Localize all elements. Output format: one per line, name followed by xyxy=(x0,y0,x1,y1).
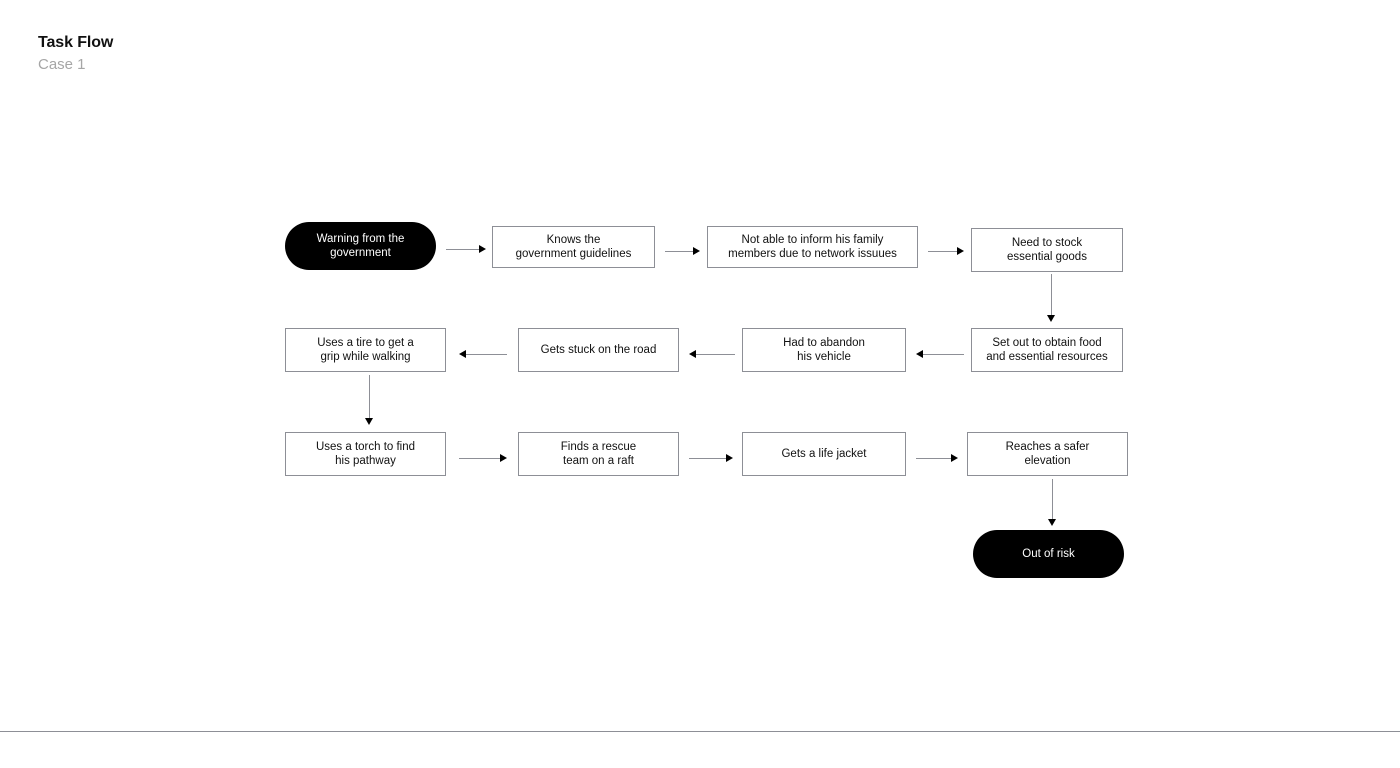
page-subtitle: Case 1 xyxy=(38,56,86,73)
flow-connector-n10-to-n11 xyxy=(689,454,733,463)
arrow-head-right-icon xyxy=(957,247,964,255)
connector-line xyxy=(1052,479,1053,519)
flow-node-label: Set out to obtain food and essential res… xyxy=(986,337,1108,363)
flow-node-label: Out of risk xyxy=(1022,548,1075,560)
connector-line xyxy=(696,354,735,355)
flow-node-label: Gets stuck on the road xyxy=(540,344,657,356)
flow-node-label: Not able to inform his family members du… xyxy=(728,234,897,260)
flow-node-n9[interactable]: Uses a torch to find his pathway xyxy=(285,432,446,476)
flow-node-n6[interactable]: Had to abandon his vehicle xyxy=(742,328,906,372)
flow-node-n12[interactable]: Reaches a safer elevation xyxy=(967,432,1128,476)
flow-connector-n6-to-n7 xyxy=(689,350,735,359)
flow-node-n2[interactable]: Knows the government guidelines xyxy=(492,226,655,268)
arrow-head-left-icon xyxy=(689,350,696,358)
connector-line xyxy=(923,354,964,355)
arrow-head-down-icon xyxy=(365,418,373,425)
page-title: Task Flow xyxy=(38,34,114,51)
arrow-head-down-icon xyxy=(1047,315,1055,322)
flow-node-label: Warning from the government xyxy=(316,233,405,259)
flow-node-n7[interactable]: Gets stuck on the road xyxy=(518,328,679,372)
arrow-head-right-icon xyxy=(726,454,733,462)
connector-line xyxy=(689,458,726,459)
flow-connector-n7-to-n8 xyxy=(459,350,507,359)
connector-line xyxy=(369,375,370,418)
connector-line xyxy=(446,249,479,250)
flow-connector-n12-to-n13 xyxy=(1048,479,1057,526)
flow-connector-n5-to-n6 xyxy=(916,350,964,359)
flow-connector-n2-to-n3 xyxy=(665,247,700,256)
flow-connector-n9-to-n10 xyxy=(459,454,507,463)
flow-node-label: Uses a tire to get a grip while walking xyxy=(317,337,414,363)
connector-line xyxy=(1051,274,1052,315)
flow-node-label: Reaches a safer elevation xyxy=(1005,441,1090,467)
flow-connector-n4-to-n5 xyxy=(1047,274,1056,322)
flow-node-n4[interactable]: Need to stock essential goods xyxy=(971,228,1123,272)
arrow-head-right-icon xyxy=(951,454,958,462)
flow-node-n13[interactable]: Out of risk xyxy=(973,530,1124,578)
flow-node-n10[interactable]: Finds a rescue team on a raft xyxy=(518,432,679,476)
arrow-head-right-icon xyxy=(693,247,700,255)
flow-node-n1[interactable]: Warning from the government xyxy=(285,222,436,270)
arrow-head-down-icon xyxy=(1048,519,1056,526)
flow-node-n3[interactable]: Not able to inform his family members du… xyxy=(707,226,918,268)
connector-line xyxy=(928,251,957,252)
arrow-head-right-icon xyxy=(479,245,486,253)
arrow-head-right-icon xyxy=(500,454,507,462)
connector-line xyxy=(665,251,693,252)
flow-connector-n3-to-n4 xyxy=(928,247,964,256)
connector-line xyxy=(466,354,507,355)
arrow-head-left-icon xyxy=(459,350,466,358)
footer-divider xyxy=(0,731,1400,732)
connector-line xyxy=(916,458,951,459)
flow-node-label: Knows the government guidelines xyxy=(515,234,632,260)
page-header: Task Flow Case 1 xyxy=(38,33,113,75)
flow-connector-n8-to-n9 xyxy=(365,375,374,425)
flow-node-label: Need to stock essential goods xyxy=(1007,237,1087,263)
flow-connector-n1-to-n2 xyxy=(446,245,486,254)
flow-node-label: Gets a life jacket xyxy=(781,448,867,460)
arrow-head-left-icon xyxy=(916,350,923,358)
flow-node-n5[interactable]: Set out to obtain food and essential res… xyxy=(971,328,1123,372)
flow-node-label: Uses a torch to find his pathway xyxy=(315,441,416,467)
connector-line xyxy=(459,458,500,459)
flow-connector-n11-to-n12 xyxy=(916,454,958,463)
flow-node-n8[interactable]: Uses a tire to get a grip while walking xyxy=(285,328,446,372)
flow-node-label: Finds a rescue team on a raft xyxy=(560,441,637,467)
flow-node-label: Had to abandon his vehicle xyxy=(783,337,865,363)
flow-node-n11[interactable]: Gets a life jacket xyxy=(742,432,906,476)
